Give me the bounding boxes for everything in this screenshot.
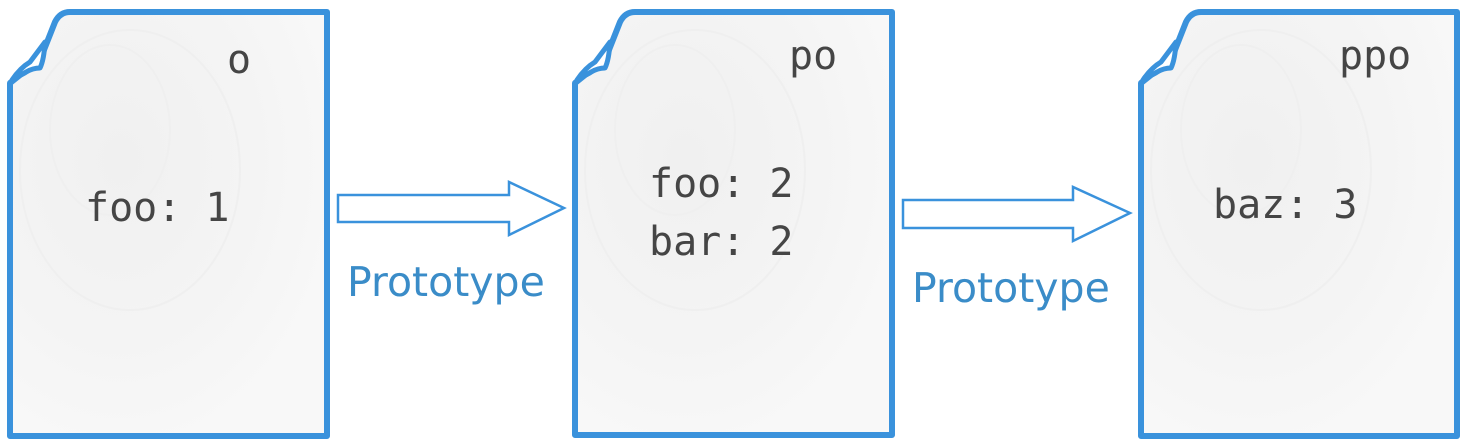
property-bar: bar: 2 (649, 219, 794, 265)
object-name-po: po (789, 33, 838, 79)
object-name-ppo: ppo (1339, 33, 1412, 79)
link-label-prototype: Prototype (912, 264, 1110, 312)
dog-ear-icon (1140, 39, 1179, 83)
object-card-o (7, 9, 330, 439)
right-arrow-icon (901, 185, 1133, 244)
property-foo: foo: 2 (649, 161, 794, 207)
dog-ear-icon (574, 39, 613, 83)
property-foo: foo: 1 (85, 185, 230, 231)
object-card-po (572, 9, 895, 438)
right-arrow-icon (336, 180, 567, 238)
object-name-o: o (227, 37, 252, 83)
object-card-ppo (1138, 9, 1460, 439)
property-baz: baz: 3 (1213, 182, 1358, 228)
dog-ear-icon (9, 39, 48, 83)
link-label-prototype: Prototype (347, 258, 545, 306)
